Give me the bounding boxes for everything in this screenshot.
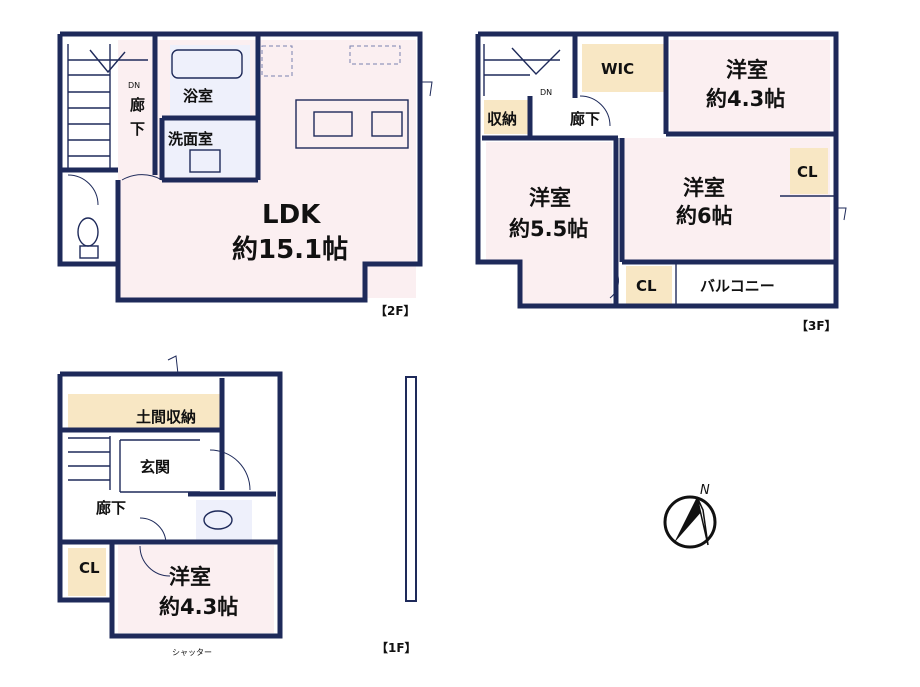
wic [582,44,664,92]
label-hall-1f: 廊下 [96,499,126,517]
label-ldk-name: LDK [262,200,321,230]
label-shutter: シャッター [172,648,212,657]
floor-tag-3f: 【3F】 [796,318,837,333]
floor-2f: DN [57,31,433,303]
label-hall-2f-top: 廊 [130,96,145,114]
label-bedroom-ne-name: 洋室 [726,58,768,82]
label-bath: 浴室 [183,87,213,105]
north-compass-icon: N [663,483,717,549]
bedroom-3f-ne [670,40,830,134]
label-earth-storage: 土間収納 [136,408,196,426]
label-bedroom-w-size: 約5.5帖 [509,217,588,241]
closet-3f-s [626,266,672,304]
bath-room [170,45,250,117]
label-dn-3f: DN [540,88,552,97]
label-storage-3f: 収納 [487,110,517,128]
label-dn-2f: DN [128,81,140,90]
wall-2f-outer [57,31,423,303]
label-hall-3f: 廊下 [570,110,600,128]
label-bedroom-1f-name: 洋室 [169,565,211,589]
label-hall-2f-bottom: 下 [130,120,145,138]
toilet-1f [196,500,252,540]
closet-1f [68,548,106,596]
closet-3f-e [790,148,828,194]
bedroom-1f [118,545,274,633]
label-washroom: 洗面室 [168,130,213,148]
label-entrance: 玄関 [140,458,170,476]
label-wic: WIC [601,60,634,78]
floor-3f: DN [475,31,847,309]
floor-1f [57,355,417,639]
floor-tag-2f: 【2F】 [375,303,416,318]
label-closet-3f-s: CL [636,277,657,295]
storage-3f [484,100,530,134]
label-closet-3f-e: CL [797,163,818,181]
bedroom-3f-w [486,142,612,262]
label-bedroom-ne-size: 約4.3帖 [706,87,785,111]
label-closet-1f: CL [79,559,100,577]
label-bedroom-e-name: 洋室 [683,176,725,200]
wall-3f-outer [475,31,839,309]
wall-1f-outer [57,371,283,639]
label-bedroom-w-name: 洋室 [529,186,571,210]
compass-label: N [700,483,710,498]
label-bedroom-e-size: 約6帖 [676,204,733,228]
earth-storage [68,394,220,428]
label-bedroom-1f-size: 約4.3帖 [159,595,238,619]
label-balcony: バルコニー [700,277,775,295]
label-ldk-size: 約15.1帖 [232,234,348,265]
washroom [162,120,257,177]
floor-tag-1f: 【1F】 [376,640,417,655]
